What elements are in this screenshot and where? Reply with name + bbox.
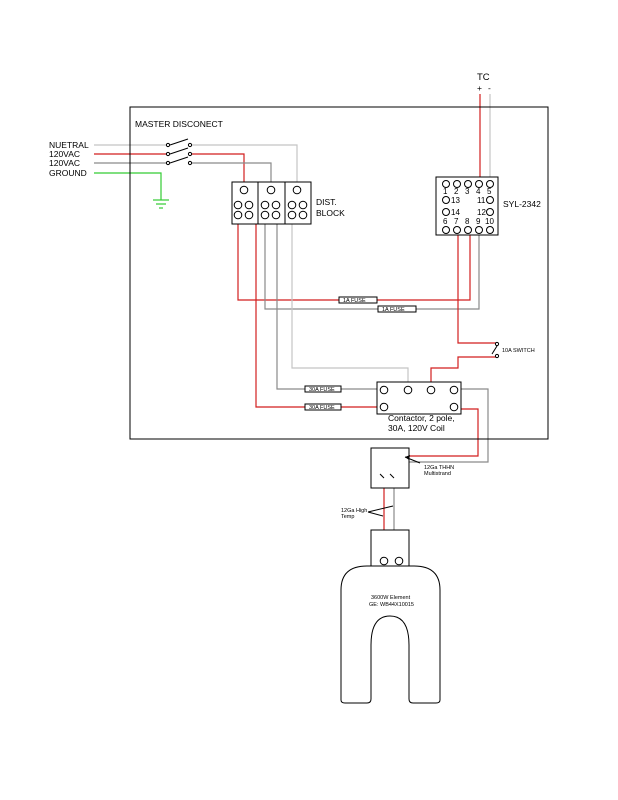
distribution-block [231,181,312,225]
terminal-11-label: 11 [477,196,486,205]
element-label-1: 3600W Element [371,595,411,601]
dist-neutral-to-contactor [291,215,409,386]
hot1-to-contactor [255,215,384,408]
svg-text:30A FUSE: 30A FUSE [309,387,335,393]
terminal-13-label: 13 [451,196,460,205]
dist-block-label-2: BLOCK [316,208,345,218]
thhn-leader [404,455,421,464]
controller-power-hot [237,215,471,301]
tc-minus-label: - [488,83,491,93]
switch-10a-label: 10A SWITCH [502,348,535,354]
controller-label: SYL-2342 [503,199,541,209]
switch-to-coil-wire [430,356,497,386]
terminal-4-label: 4 [476,187,481,196]
terminal-12-label: 12 [477,208,486,217]
controller-power-neutral [264,215,480,310]
neutral-wire-out [190,144,298,186]
svg-text:1A FUSE: 1A FUSE [343,298,366,304]
enclosure-box [129,106,549,440]
terminal-2-label: 2 [454,187,459,196]
hot2-wire-out [190,162,272,186]
element-label-2: GE: WB44X10015 [369,602,414,608]
fuse-30a-bottom: 30A FUSE [304,403,342,411]
switch-10a [491,341,500,359]
vac1-label: 120VAC [49,149,80,159]
terminal-14-label: 14 [451,208,460,217]
temperature-controller: 1 2 3 4 5 13 14 11 12 6 7 8 9 10 [435,176,499,236]
master-disconnect-label: MASTER DISCONECT [135,119,223,129]
heating-element [340,565,441,704]
terminal-9-label: 9 [476,217,481,226]
terminal-3-label: 3 [465,187,470,196]
ground-label: GROUND [49,168,87,178]
fuse-1a-bottom: 1A FUSE [377,305,417,313]
hot2-to-contactor [276,215,381,390]
ground-symbol-icon [153,199,169,209]
terminal-10-label: 10 [485,217,494,226]
terminal-1-label: 1 [443,187,448,196]
thhn-label-2: Multistrand [424,471,451,477]
svg-text:30A FUSE: 30A FUSE [309,405,335,411]
dist-block-label-1: DIST. [316,197,337,207]
neutral-label: NUETRAL [49,140,89,150]
fuse-30a-top: 30A FUSE [304,385,342,393]
hot1-wire-out [190,153,245,186]
wires [94,94,497,558]
vac2-label: 120VAC [49,158,80,168]
master-disconnect-switch [165,138,193,166]
hightemp-leader [367,505,394,517]
contactor-label-2: 30A, 120V Coil [388,423,445,433]
terminal-6-label: 6 [443,217,448,226]
element-terminal-box [370,529,410,567]
ground-wire [94,172,162,200]
terminal-7-label: 7 [454,217,459,226]
ssr-output-wire [457,230,497,344]
terminal-5-label: 5 [487,187,492,196]
terminal-8-label: 8 [465,217,470,226]
thhn-label-1: 12Ga THHN [424,465,454,471]
hightemp-label-2: Temp [341,514,354,520]
tc-label: TC [477,72,490,83]
fuse-1a-top: 1A FUSE [338,296,378,304]
junction-box [370,447,410,489]
contactor-label-1: Contactor, 2 pole, [388,413,455,423]
tc-plus-label: + [477,83,482,93]
contactor [376,381,462,415]
svg-text:1A FUSE: 1A FUSE [382,307,405,313]
hightemp-label-1: 12Ga High [341,508,367,514]
